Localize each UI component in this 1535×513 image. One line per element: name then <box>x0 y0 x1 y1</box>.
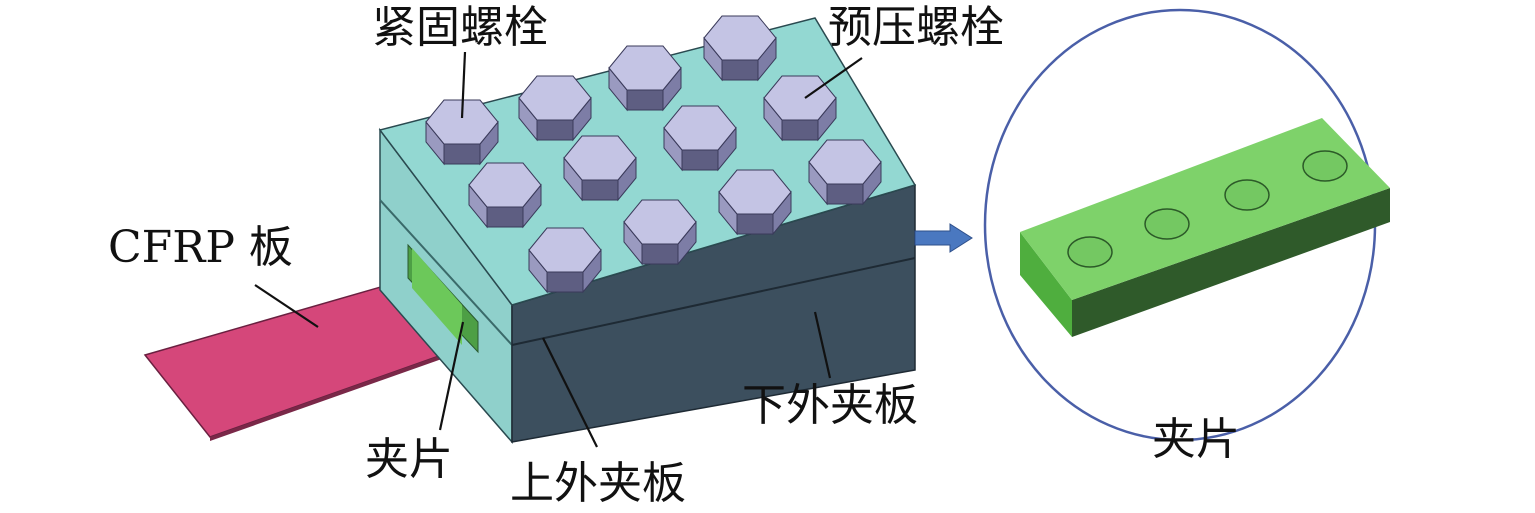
clip-detail-end <box>1020 232 1072 337</box>
clip-detail-front <box>1072 188 1390 337</box>
bolt-11 <box>623 199 697 266</box>
label-cfrp-plate: CFRP 板 <box>108 222 293 273</box>
clip-detail-holes <box>1067 150 1348 268</box>
leader-lines <box>254 51 863 448</box>
bolt-5 <box>763 75 837 142</box>
bolt-2 <box>608 45 682 112</box>
front-seam <box>511 257 916 346</box>
bolt-6 <box>663 105 737 172</box>
bolt-12 <box>528 227 602 294</box>
label-preload-bolt: 预压螺栓 <box>828 2 1004 53</box>
cfrp-plate-edge <box>210 345 470 441</box>
clip <box>412 248 462 345</box>
label-lower-outer-plate: 下外夹板 <box>742 380 918 431</box>
bolt-8 <box>468 162 542 229</box>
label-fastening-bolt: 紧固螺栓 <box>372 2 548 53</box>
bolt-10 <box>718 169 792 236</box>
label-upper-outer-plate: 上外夹板 <box>510 458 686 509</box>
clip-detail-top <box>1020 118 1390 300</box>
bolt-9 <box>808 139 882 206</box>
bolt-4 <box>425 99 499 166</box>
arrow-icon <box>914 223 973 253</box>
bolt-1 <box>703 15 777 82</box>
bolt-7 <box>563 135 637 202</box>
bolts <box>425 15 882 294</box>
left-seam <box>379 199 513 346</box>
label-clip-detail: 夹片 <box>1152 414 1240 465</box>
bolt-3 <box>518 75 592 142</box>
label-clip: 夹片 <box>365 434 453 485</box>
